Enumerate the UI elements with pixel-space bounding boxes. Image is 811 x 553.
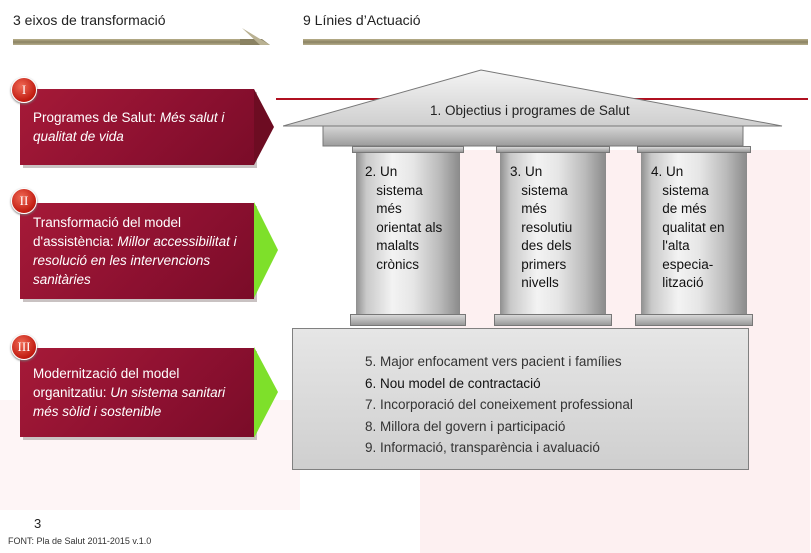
axis-2-arrow-icon [254,202,278,298]
axis-box-2: Transformació del model d'assistència: M… [20,203,254,299]
temple-base: 5. Major enfocament vers pacient i famíl… [292,328,749,470]
axis-box-3: Modernització del model organitzatiu: Un… [20,348,254,437]
axes-header: 3 eixos de transformació [13,12,166,28]
temple-roof [283,69,783,147]
axis-badge-1: I [11,77,37,103]
lines-header-bar [303,39,808,45]
axis-3-text: Modernització del model organitzatiu: [33,366,180,400]
line-item-6: 6. Nou model de contractació [365,375,541,391]
source-note: FONT: Pla de Salut 2011-2015 v.1.0 [8,536,152,546]
pillar-2-label: 3. Un sistema més resolutiu des dels pri… [510,164,573,290]
pillar-1-label: 2. Un sistema més orientat als malalts c… [365,164,443,272]
lines-header: 9 Línies d’Actuació [303,12,421,28]
axis-2-italic: Millor accessibilitat i resolució en les… [33,234,237,287]
pillar-3 [641,153,747,317]
pillar-3-label: 4. Un sistema de més qualitat en l'alta … [651,164,725,290]
pillar-2-capital [496,146,610,153]
line-item-5: 5. Major enfocament vers pacient i famíl… [365,354,622,369]
pillar-2 [500,153,606,317]
axis-2-text: Transformació del model d'assistència: [33,215,182,249]
axis-1-text: Programes de Salut: [33,110,160,125]
axis-1-italic: Més salut i qualitat de vida [33,110,225,144]
axis-box-1: Programes de Salut: Més salut i qualitat… [20,89,254,165]
pillar-1 [356,153,460,317]
axis-3-arrow-icon [254,347,278,438]
line-item-9: 9. Informació, transparència i avaluació [365,440,600,455]
line-item-8: 8. Millora del govern i participació [365,418,566,434]
roof-label: 1. Objectius i programes de Salut [430,103,630,118]
page-number: 3 [34,516,42,531]
axis-badge-2: II [11,188,37,214]
pillar-2-base [494,314,612,326]
axis-1-arrow-icon [254,89,274,165]
pillar-3-base [635,314,753,326]
pillar-3-capital [637,146,751,153]
base-lines: 5. Major enfocament vers pacient i famíl… [365,351,633,459]
line-item-7: 7. Incorporació del coneixement professi… [365,397,633,412]
axes-header-bar [13,39,261,45]
pillar-1-base [350,314,466,326]
axis-3-italic: Un sistema sanitari més sòlid i sostenib… [33,385,226,419]
axes-header-arrow-icon [240,28,270,45]
axis-badge-3: III [11,334,37,360]
pillar-1-capital [352,146,464,153]
